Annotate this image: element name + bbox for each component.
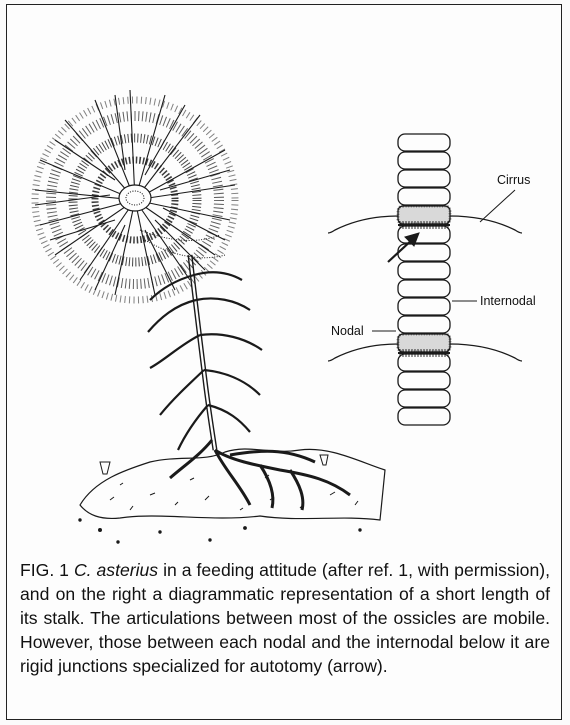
autotomy-arrow <box>388 233 419 262</box>
ossicle <box>398 372 450 389</box>
ossicle <box>398 280 450 297</box>
ossicle <box>398 152 450 169</box>
ossicle <box>398 262 450 279</box>
ossicle <box>398 170 450 187</box>
caption-species: C. asterius <box>74 560 158 580</box>
nodal-label: Nodal <box>331 324 364 338</box>
crinoid-drawing <box>35 90 385 543</box>
cirrus-left <box>328 216 398 233</box>
cirrus-left <box>328 344 398 361</box>
ossicle <box>398 134 450 151</box>
internodal-label: Internodal <box>480 294 536 308</box>
crown-arms <box>35 90 235 300</box>
ossicle <box>398 298 450 315</box>
caption-fig-number: FIG. 1 <box>20 560 69 580</box>
cirrus-leader <box>480 190 515 222</box>
stalk-diagram <box>328 134 522 425</box>
cirrus-right <box>450 216 522 233</box>
cirrus-label: Cirrus <box>497 173 530 187</box>
cirrus-right <box>450 344 522 361</box>
figure-illustration <box>0 0 570 560</box>
rock-texture <box>79 475 361 543</box>
ossicle <box>398 316 450 333</box>
figure-caption: FIG. 1 C. asterius in a feeding attitude… <box>20 558 550 678</box>
ossicle <box>398 390 450 407</box>
ossicle <box>398 408 450 425</box>
ossicle <box>398 188 450 205</box>
